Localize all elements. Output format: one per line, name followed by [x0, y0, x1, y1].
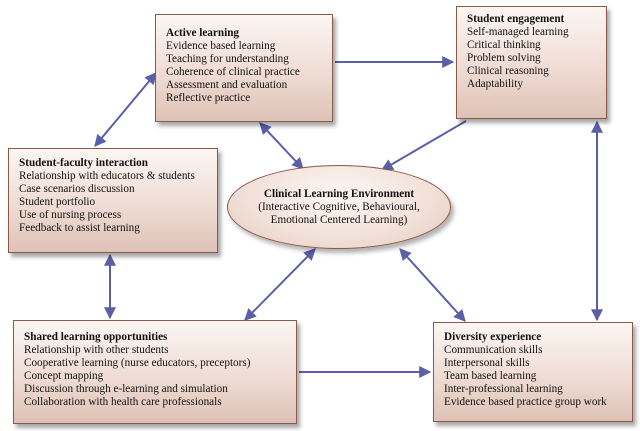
- student-engagement-item: Self-managed learning: [467, 26, 569, 38]
- student-faculty-interaction-item: Use of nursing process: [19, 209, 122, 221]
- student-faculty-interaction-item: Feedback to assist learning: [19, 222, 140, 234]
- shared-learning-box: Shared learning opportunities Relationsh…: [13, 320, 297, 424]
- diversity-experience-item: Interpersonal skills: [444, 357, 530, 369]
- arrow-shared-center: [244, 248, 316, 321]
- clinical-learning-environment-ellipse: Clinical Learning Environment (Interacti…: [227, 165, 451, 249]
- active-learning-title: Active learning: [166, 27, 240, 39]
- center-subtitle-line-2: Emotional Centered Learning): [270, 213, 408, 226]
- arrow-active-interaction: [94, 72, 157, 147]
- student-engagement-item: Problem solving: [467, 52, 541, 64]
- shared-learning-item: Relationship with other students: [24, 344, 169, 356]
- diversity-experience-item: Team based learning: [444, 370, 537, 382]
- diversity-experience-item: Evidence based practice group work: [444, 396, 607, 408]
- active-learning-item: Coherence of clinical practice: [166, 66, 300, 78]
- diversity-experience-item: Communication skills: [444, 344, 543, 356]
- arrow-diversity-center: [399, 248, 466, 322]
- active-learning-item: Teaching for understanding: [166, 53, 289, 65]
- student-faculty-interaction-item: Student portfolio: [19, 196, 96, 208]
- diversity-experience-box: Diversity experience Communication skill…: [433, 322, 633, 422]
- student-engagement-title: Student engagement: [467, 13, 565, 25]
- student-faculty-interaction-title: Student-faculty interaction: [19, 157, 148, 169]
- center-subtitle-line-1: (Interactive Cognitive, Behavioural,: [258, 200, 420, 213]
- active-learning-item: Evidence based learning: [166, 40, 276, 52]
- student-engagement-item: Clinical reasoning: [467, 65, 549, 77]
- shared-learning-item: Collaboration with health care professio…: [24, 396, 222, 408]
- shared-learning-item: Concept mapping: [24, 370, 104, 382]
- arrow-engagement-to-center: [380, 120, 467, 171]
- active-learning-item: Reflective practice: [166, 92, 251, 104]
- shared-learning-item: Cooperative learning (nurse educators, p…: [24, 357, 251, 369]
- shared-learning-item: Discussion through e-learning and simula…: [24, 383, 228, 395]
- student-faculty-interaction-item: Relationship with educators & students: [19, 170, 195, 182]
- shared-learning-title: Shared learning opportunities: [24, 331, 168, 343]
- diversity-experience-title: Diversity experience: [444, 331, 542, 343]
- student-engagement-item: Critical thinking: [467, 39, 541, 51]
- student-engagement-box: Student engagement Self-managed learning…: [456, 6, 607, 119]
- diversity-experience-item: Inter-professional learning: [444, 383, 563, 395]
- arrow-active-center: [259, 122, 304, 170]
- center-title: Clinical Learning Environment: [263, 187, 415, 200]
- student-engagement-item: Adaptability: [467, 78, 523, 90]
- student-faculty-interaction-box: Student-faculty interaction Relationship…: [8, 148, 218, 253]
- active-learning-item: Assessment and evaluation: [166, 79, 288, 91]
- active-learning-box: Active learning Evidence based learning …: [155, 14, 333, 122]
- student-faculty-interaction-item: Case scenarios discussion: [19, 183, 135, 195]
